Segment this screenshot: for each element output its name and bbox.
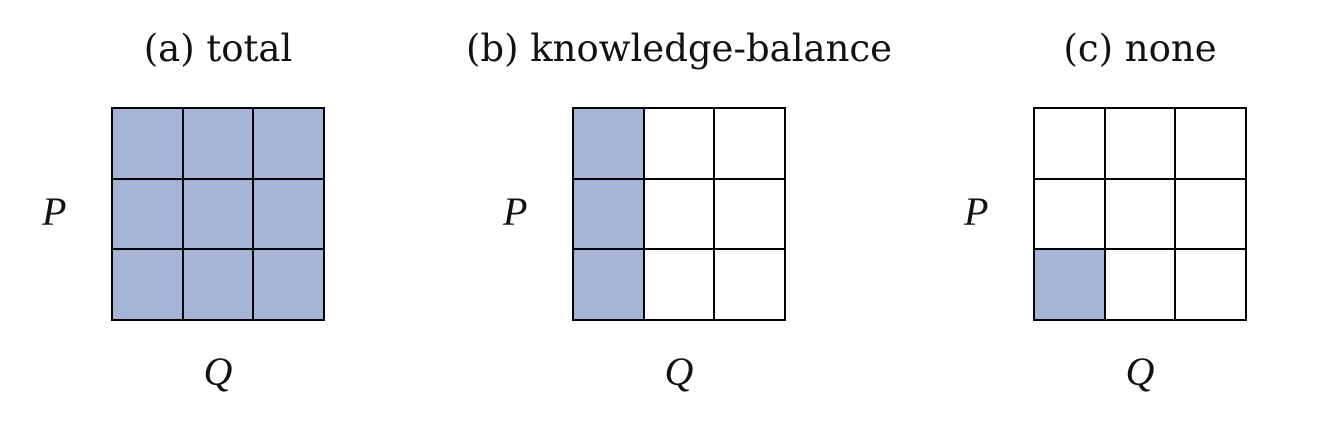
grid-cell-empty	[1104, 178, 1176, 250]
grid-cell-filled	[253, 108, 324, 179]
grid	[572, 107, 786, 321]
grid-cell-filled	[1034, 249, 1105, 320]
grid-cell-filled	[112, 108, 183, 179]
row-axis-label: P	[42, 189, 67, 234]
panel-title: (b) knowledge-balance	[465, 27, 893, 70]
panel-title: (a) total	[143, 27, 293, 70]
column-axis-label: Q	[664, 349, 694, 394]
grid-cell-filled	[182, 108, 254, 179]
panel-title: (c) none	[1063, 27, 1217, 70]
grid-cell-empty	[1104, 249, 1176, 320]
grid-cell-empty	[1034, 108, 1105, 179]
panel-total: (a) total P Q	[0, 0, 420, 426]
grid-cell-filled	[112, 249, 183, 320]
grid-cell-filled	[182, 178, 254, 250]
panel-knowledge-balance: (b) knowledge-balance P Q	[461, 0, 892, 426]
grid-cell-empty	[714, 178, 785, 250]
grid-cell-filled	[182, 249, 254, 320]
grid-cell-empty	[1175, 249, 1246, 320]
grid	[111, 107, 325, 321]
row-axis-label: P	[964, 189, 989, 234]
grid-cell-empty	[714, 249, 785, 320]
grid-cell-empty	[1034, 178, 1105, 250]
grid-cell-filled	[253, 178, 324, 250]
grid-cell-empty	[643, 178, 715, 250]
grid-cell-empty	[1104, 108, 1176, 179]
grid-cell-filled	[112, 178, 183, 250]
grid-cell-filled	[573, 178, 644, 250]
grid-cell-filled	[253, 249, 324, 320]
column-axis-label: Q	[203, 349, 233, 394]
grid-cell-empty	[1175, 178, 1246, 250]
grid-cell-filled	[573, 249, 644, 320]
grid-cell-empty	[1175, 108, 1246, 179]
column-axis-label: Q	[1125, 349, 1155, 394]
panel-none: (c) none P Q	[922, 0, 1317, 426]
grid-cell-empty	[643, 108, 715, 179]
grid-cell-empty	[643, 249, 715, 320]
row-axis-label: P	[503, 189, 528, 234]
grid-cell-empty	[714, 108, 785, 179]
grid	[1033, 107, 1247, 321]
grid-cell-filled	[573, 108, 644, 179]
